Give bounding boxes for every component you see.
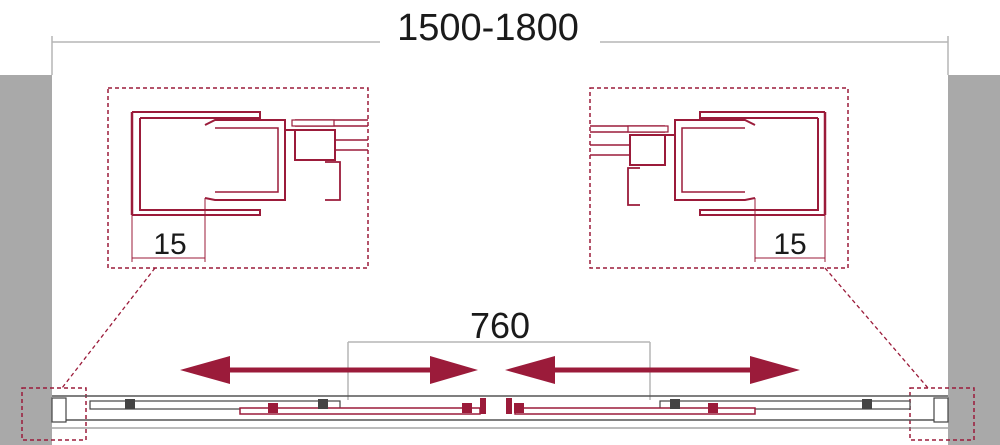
door-track-plan (51, 395, 949, 429)
left-detail-gap-label: 15 (153, 228, 186, 261)
left-detail-frame: 15 (107, 87, 369, 269)
total-width-label: 1500-1800 (397, 7, 579, 49)
right-leader-line (824, 267, 929, 389)
opening-label: 760 (470, 305, 530, 346)
left-leader-line (61, 267, 156, 389)
left-wall (0, 75, 52, 445)
right-callout-box (909, 387, 975, 441)
right-sliding-arrow (505, 356, 800, 384)
opening-dimension: 760 (347, 305, 651, 400)
right-detail-frame: 15 (589, 87, 849, 269)
right-detail-gap-label: 15 (773, 228, 806, 261)
total-width-dimension: 1500-1800 (51, 7, 949, 75)
left-callout-box (21, 387, 87, 441)
right-wall (948, 75, 1000, 445)
left-sliding-arrow (180, 356, 478, 384)
